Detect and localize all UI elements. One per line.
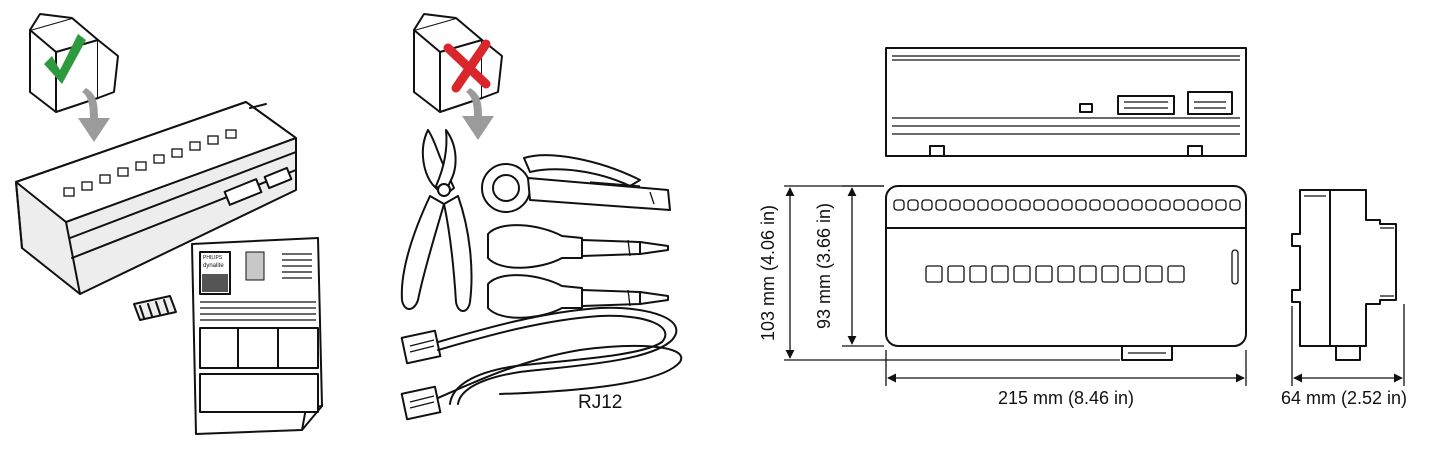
svg-text:PHILIPS: PHILIPS <box>203 255 223 261</box>
top-view-drawing <box>885 47 1247 157</box>
screwdriver-flat-icon <box>487 224 669 269</box>
dimension-body-height: 93 mm (3.66 in) <box>814 203 834 329</box>
down-arrow-icon <box>78 88 110 142</box>
cross-mark-icon <box>443 39 491 93</box>
front-view-drawing <box>885 185 1247 361</box>
down-arrow-icon <box>462 88 494 140</box>
instruction-manual-icon: PHILIPS dynalite <box>191 237 323 435</box>
dimension-depth: 64 mm (2.52 in) <box>1281 388 1407 408</box>
included-items-illustration: PHILIPS dynalite <box>15 13 323 435</box>
channel-buttons <box>925 265 1185 283</box>
terminal-plug-icon <box>133 295 177 321</box>
rj12-cable-icon <box>400 306 683 421</box>
open-box-icon <box>29 13 119 113</box>
pliers-icon <box>400 129 473 312</box>
wire-stripper-icon <box>481 154 671 213</box>
dimension-lines <box>784 185 1405 386</box>
channel-leds <box>63 129 237 197</box>
dimension-width: 215 mm (8.46 in) <box>998 388 1134 408</box>
side-view-drawing <box>1291 189 1397 361</box>
svg-text:dynalite: dynalite <box>203 263 224 269</box>
dimension-total-height: 103 mm (4.06 in) <box>758 205 778 341</box>
required-tools-illustration: RJ12 <box>400 13 683 421</box>
screwdriver-phillips-icon <box>487 274 669 319</box>
controller-device-illustration <box>15 101 297 295</box>
check-mark-icon <box>44 34 86 84</box>
cable-label: RJ12 <box>578 392 622 413</box>
input-terminals <box>893 199 1241 211</box>
